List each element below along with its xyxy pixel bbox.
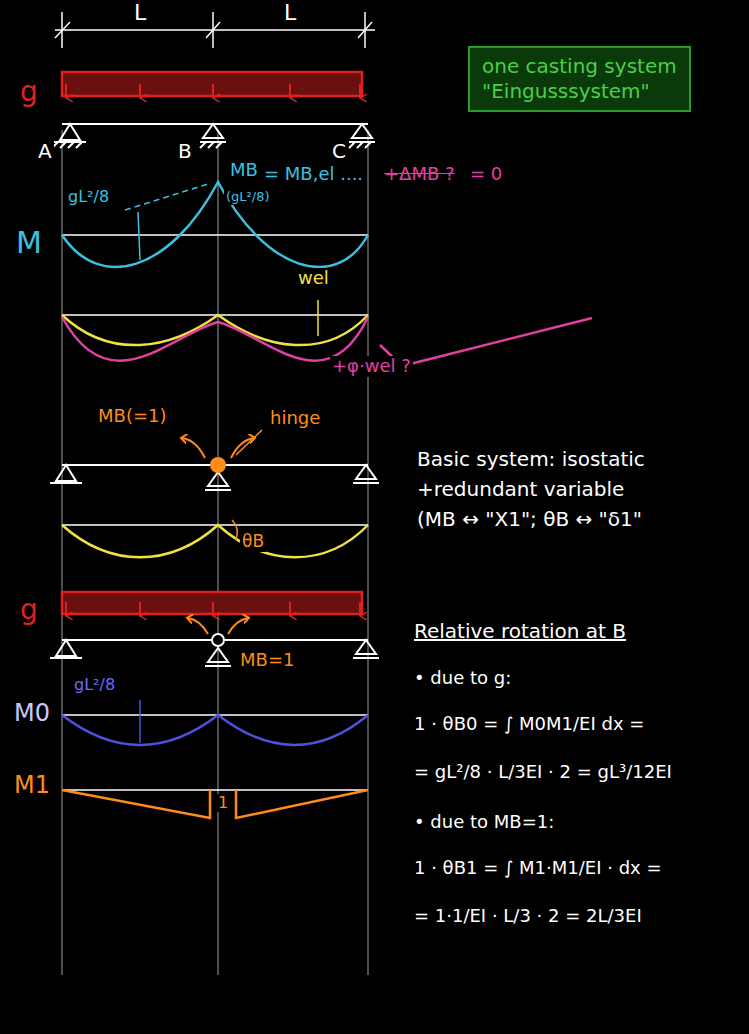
annotation-label: Basic system: isostatic [415, 448, 647, 471]
annotation-label: 1 · θB0 = ∫ M0M1/EI dx = [412, 714, 646, 735]
annotation-label: MB [228, 160, 260, 181]
annotation-label: 1 [216, 794, 230, 812]
annotation-label: = gL²/8 · L/3EI · 2 = gL³/12EI [412, 762, 674, 783]
annotation-label: gL²/8 [72, 676, 117, 694]
annotation-label: = MB,el .... [262, 164, 365, 185]
annotation-label: M [14, 226, 44, 261]
annotation-label: g [18, 76, 40, 108]
annotation-label: +redundant variable [415, 478, 626, 501]
annotation-label: 1 · θB1 = ∫ M1·M1/EI · dx = [412, 858, 664, 879]
annotation-label: = 0 [468, 164, 504, 185]
annotation-label: hinge [268, 408, 322, 429]
annotation-label: +ΔMB ? [382, 164, 457, 185]
annotation-label: g [18, 594, 40, 626]
annotation-label: gL²/8 [66, 188, 111, 206]
annotation-label: MB=1 [238, 650, 296, 671]
annotation-label: +φ·wel ? [330, 356, 413, 377]
note-text: one casting system [482, 54, 677, 79]
annotation-label: • due to g: [412, 668, 513, 689]
annotation-label: MB(=1) [96, 406, 168, 427]
annotation-label: B [176, 140, 194, 163]
annotation-label: (MB ↔ "X1"; θB ↔ "δ1" [415, 508, 644, 531]
annotation-label: wel [296, 268, 331, 289]
note-box: one casting system"Eingusssystem" [468, 46, 691, 112]
annotation-label: = 1·1/EI · L/3 · 2 = 2L/3EI [412, 906, 644, 927]
annotation-label: Relative rotation at B [412, 620, 628, 643]
annotation-label: L [132, 0, 148, 25]
annotation-label: M0 [12, 700, 52, 728]
note-text: "Eingusssystem" [482, 79, 677, 104]
annotation-label: C [330, 140, 348, 163]
annotation-label: θB [240, 532, 266, 552]
annotation-label: • due to MB=1: [412, 812, 556, 833]
annotation-label: (gL²/8) [224, 190, 272, 205]
annotation-label: L [282, 0, 298, 25]
annotation-label: A [36, 140, 54, 163]
annotation-label: M1 [12, 772, 52, 800]
